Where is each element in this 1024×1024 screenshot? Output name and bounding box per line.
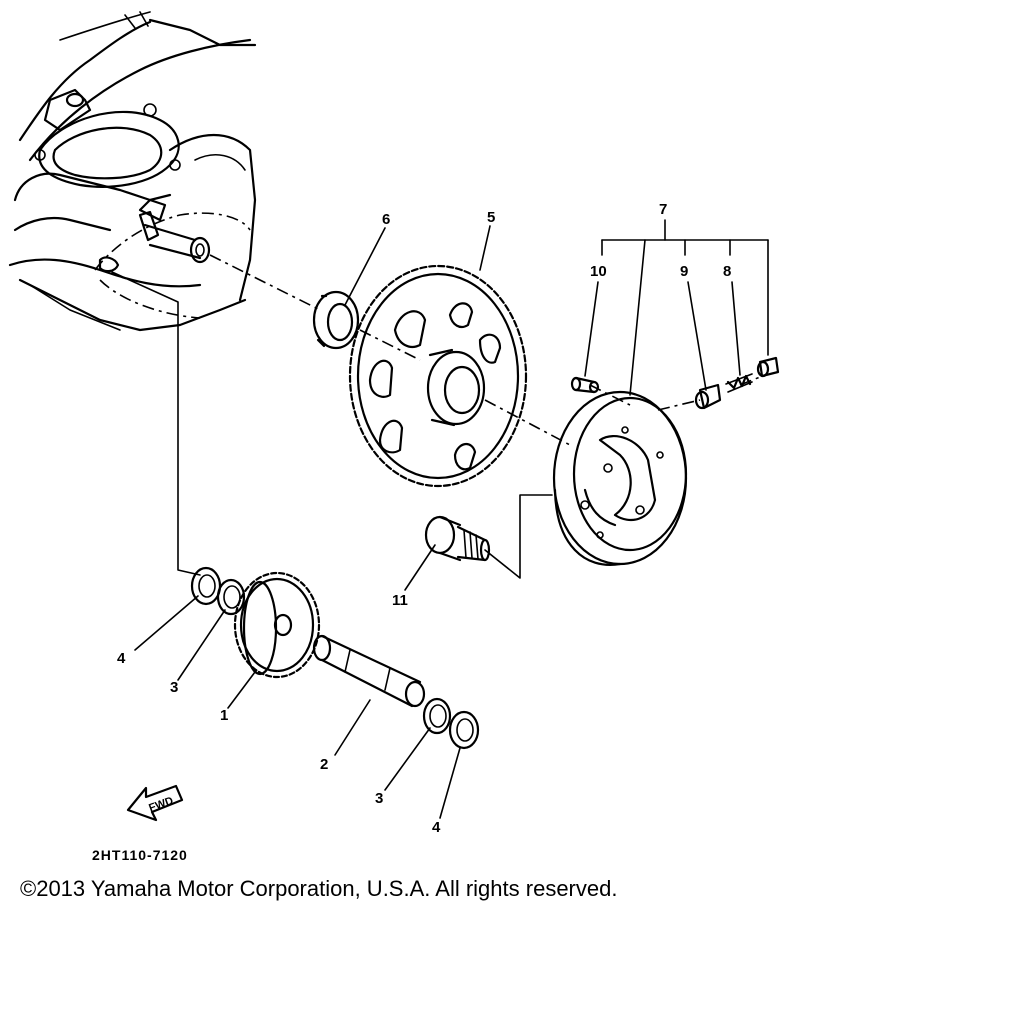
callout-10: 10 bbox=[590, 263, 607, 280]
copyright-notice: ©2013 Yamaha Motor Corporation, U.S.A. A… bbox=[20, 876, 618, 901]
part-11-bolt bbox=[424, 515, 491, 562]
part-8-spring bbox=[725, 373, 753, 393]
part-3-washer-left bbox=[216, 578, 246, 616]
callout-2: 2 bbox=[320, 756, 328, 773]
callout-4-left: 4 bbox=[117, 650, 126, 667]
callout-9: 9 bbox=[680, 263, 688, 280]
part-4-circlip-right bbox=[448, 710, 480, 750]
callout-11: 11 bbox=[392, 592, 408, 609]
callout-1: 1 bbox=[220, 707, 228, 724]
part-7-cap bbox=[756, 356, 780, 378]
part-2-shaft bbox=[312, 634, 426, 708]
part-1-idle-gear bbox=[233, 571, 321, 679]
forward-arrow-icon: FWD bbox=[126, 784, 184, 822]
callout-3-right: 3 bbox=[375, 790, 383, 807]
callout-3-left: 3 bbox=[170, 679, 178, 696]
part-6-washer bbox=[312, 290, 360, 350]
part-4-circlip-left bbox=[190, 566, 222, 606]
callout-5: 5 bbox=[487, 209, 495, 226]
part-3-washer-right bbox=[422, 697, 452, 735]
exploded-view-drawing: 6 5 7 10 9 8 11 4 3 1 2 3 4 FWD 2HT110-7… bbox=[8, 11, 780, 863]
crankcase-drawing bbox=[8, 11, 257, 332]
part-7-starter-clutch bbox=[552, 390, 688, 566]
callout-6: 6 bbox=[382, 211, 390, 228]
callout-4-right: 4 bbox=[432, 819, 441, 836]
callout-7: 7 bbox=[659, 201, 667, 218]
diagram-code: 2HT110-7120 bbox=[92, 847, 188, 863]
part-10-roller bbox=[570, 376, 600, 394]
callout-8: 8 bbox=[723, 263, 731, 280]
callout-labels: 6 5 7 10 9 8 11 4 3 1 2 3 4 bbox=[117, 201, 731, 836]
part-5-starter-wheel-gear bbox=[348, 264, 528, 488]
callout-leader-lines bbox=[134, 219, 769, 819]
fwd-label: FWD bbox=[147, 795, 175, 815]
part-9-plunger bbox=[694, 383, 722, 410]
assembly-center-lines bbox=[111, 254, 766, 579]
